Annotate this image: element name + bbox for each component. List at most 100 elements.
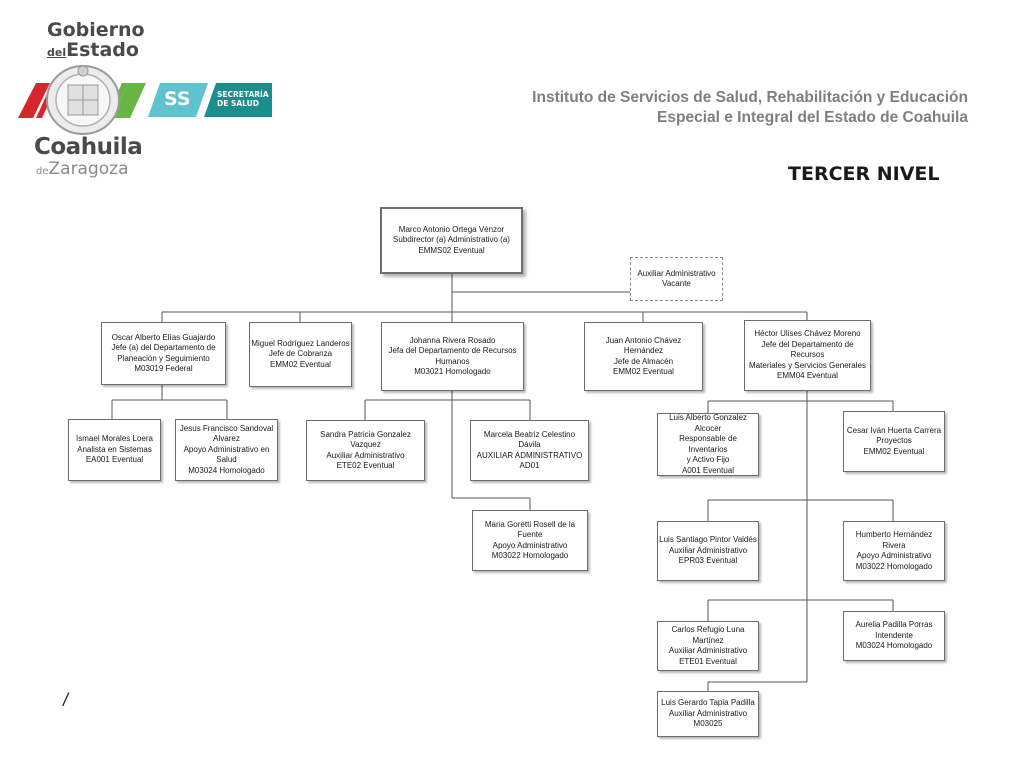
box-line: ETE01 Eventual <box>679 656 737 666</box>
logo-gobierno-word: Gobierno <box>47 19 145 41</box>
box-line: Cesar Iván Huerta Carrera <box>846 425 942 435</box>
box-line: AUXILIAR ADMINISTRATIVO <box>476 450 583 460</box>
box-line: Apoyo Administrativo <box>492 540 568 550</box>
box-line: Alvarez <box>213 434 240 444</box>
box-line: Luis Gerardo Tapia Padilla <box>661 698 755 708</box>
org-box-auxiliar-vacante: Auxiliar Administrativo Vacante <box>630 257 723 301</box>
box-line: EA001 Eventual <box>85 455 144 465</box>
logo-estado-word: Estado <box>66 39 139 61</box>
box-line: EMM02 Eventual <box>863 446 925 456</box>
box-line: Salud <box>216 455 237 465</box>
box-line: Apoyo Administrativo en <box>183 444 270 454</box>
org-box-luis-alberto: Luis Alberto Gonzalez Alcocer Responsabl… <box>657 413 759 476</box>
gobierno-coahuila-logo: Gobierno delEstado SS SECRETARÍA DE SALU… <box>0 0 300 190</box>
ss-label: SS <box>164 88 191 110</box>
box-line: Materiales y Servicios Generales <box>749 360 866 370</box>
box-line: Vacante <box>662 279 691 288</box>
box-line: Planeación y Seguimiento <box>117 353 210 363</box>
org-box-luis-santiago: Luis Santiago Pintor Valdés Auxiliar Adm… <box>657 521 759 581</box>
box-line: Juan Antonio Chávez Hernández <box>605 335 682 356</box>
org-box-aurelia: Aurelia Padilla Porras Intendente M03024… <box>843 611 945 661</box>
box-line: Auxiliar Administrativo <box>668 708 748 718</box>
box-line: Marco Antonio Ortega Vénzor <box>398 224 505 234</box>
box-line: M03022 Homologado <box>855 561 933 571</box>
institute-line-2: Especial e Integral del Estado de Coahui… <box>657 109 968 126</box>
box-line: Analista en Sistemas <box>77 444 152 454</box>
box-line: Sandra Patricia Gonzalez <box>320 429 411 439</box>
box-line: Luis Alberto Gonzalez <box>669 413 747 422</box>
box-line: Martínez <box>692 635 724 645</box>
box-line: Auxiliar Administrativo <box>668 646 748 655</box>
org-box-humberto: Humberto Hernández Rivera Apoyo Administ… <box>843 521 945 581</box>
de-salud-word: DE SALUD <box>217 99 259 108</box>
box-line: Jefe (a) del Departamento de <box>111 343 216 352</box>
org-box-ismael: Ismael Morales Loera Analista en Sistema… <box>68 419 161 481</box>
box-line: y Activo Fijo <box>686 455 730 464</box>
box-line: Jefe del Departamento de Recursos <box>761 339 854 360</box>
secretaria-word: SECRETARÍA <box>217 90 269 99</box>
box-line: EMMS02 Eventual <box>418 245 485 255</box>
box-line: Marcela Beatriz Celestino Dávila <box>483 429 576 450</box>
box-line: Vazquez <box>350 440 381 449</box>
box-line: Aurelia Padilla Porras <box>855 620 933 630</box>
org-box-cesar: Cesar Iván Huerta Carrera Proyectos EMM0… <box>843 411 945 472</box>
logo-de-word: de <box>36 166 49 177</box>
org-box-luis-gerardo: Luis Gerardo Tapia Padilla Auxiliar Admi… <box>657 691 759 737</box>
logo-coahuila-word: Coahuila <box>34 134 143 160</box>
box-line: ETE02 Eventual <box>336 461 395 470</box>
box-line: M03024 Homologado <box>188 465 265 475</box>
box-line: Alcocer <box>694 423 722 433</box>
box-line: Fuente <box>517 530 543 539</box>
box-line: Auxiliar Administrativo <box>668 545 748 555</box>
box-line: EMM04 Eventual <box>777 371 838 381</box>
org-box-carlos: Carlos Refugio Luna Martínez Auxiliar Ad… <box>657 621 759 671</box>
box-line: Humberto Hernández Rivera <box>855 530 933 550</box>
institute-line-1: Instituto de Servicios de Salud, Rehabil… <box>532 89 968 106</box>
box-line: Héctor Ulises Chávez Moreno <box>754 329 861 339</box>
logo-gobierno-text: Gobierno delEstado <box>47 20 145 63</box>
institute-title: Instituto de Servicios de Salud, Rehabil… <box>532 88 968 128</box>
org-box-hector: Héctor Ulises Chávez Moreno Jefe del Dep… <box>744 320 871 391</box>
logo-estado-line: delEstado <box>47 40 145 63</box>
org-box-miguel: Miguel Rodríguez Landeros Jefe de Cobran… <box>249 322 352 387</box>
org-box-sandra: Sandra Patricia Gonzalez Vazquez Auxilia… <box>306 420 425 481</box>
logo-zaragoza-word: Zaragoza <box>48 159 129 179</box>
org-box-marcela: Marcela Beatriz Celestino Dávila AUXILIA… <box>470 420 589 481</box>
box-line: EPR03 Eventual <box>678 556 738 566</box>
box-line: Jefe de Cobranza <box>268 349 333 359</box>
stray-mark: / <box>63 690 69 710</box>
box-line: Johanna Rivera Rosado <box>409 335 496 345</box>
box-line: Auxiliar Administrativo <box>637 268 716 278</box>
box-line: EMM02 Eventual <box>270 359 331 369</box>
box-line: EMM02 Eventual <box>613 367 674 376</box>
box-line: Responsable de Inventarios <box>679 434 737 454</box>
org-box-oscar: Oscar Alberto Elías Guajardo Jefe (a) de… <box>101 322 226 385</box>
box-line: A001 Eventual <box>681 465 735 475</box>
box-line: Humanos <box>435 356 470 366</box>
box-line: AD01 <box>519 461 540 470</box>
box-line: M03025 <box>693 719 723 729</box>
org-box-root: Marco Antonio Ortega Vénzor Subdirector … <box>380 207 523 274</box>
box-line: M03024 Homologado <box>855 641 933 651</box>
org-box-juan: Juan Antonio Chávez Hernández Jefe de Al… <box>584 322 703 391</box>
org-box-maria: Maria Goretti Rosell de la Fuente Apoyo … <box>472 510 588 571</box>
secretaria-label: SECRETARÍA DE SALUD <box>217 90 269 108</box>
coat-of-arms-icon <box>18 65 146 135</box>
box-line: Miguel Rodríguez Landeros <box>251 338 350 348</box>
box-line: Jefa del Departamento de Recursos <box>388 346 517 355</box>
box-line: Maria Goretti Rosell de la <box>484 519 576 529</box>
box-line: Jesus Francisco Sandoval <box>179 423 274 433</box>
box-line: Ismael Morales Loera <box>76 434 153 444</box>
box-line: Jefe de Almacén <box>613 356 674 366</box>
secretaria-salud-badge: SS SECRETARÍA DE SALUD <box>148 83 272 117</box>
org-box-jesus: Jesus Francisco Sandoval Alvarez Apoyo A… <box>175 419 278 481</box>
box-line: Subdirector (a) Administrativo (a) <box>393 235 510 245</box>
box-line: M03019 Federal <box>134 364 193 373</box>
level-heading: TERCER NIVEL <box>788 163 940 185</box>
box-line: M03021 Homologado <box>414 367 491 376</box>
box-line: Proyectos <box>876 436 912 446</box>
org-box-johanna: Johanna Rivera Rosado Jefa del Departame… <box>381 322 524 391</box>
box-line: M03022 Homologado <box>491 551 569 560</box>
box-line: Oscar Alberto Elías Guajardo <box>111 332 216 342</box>
